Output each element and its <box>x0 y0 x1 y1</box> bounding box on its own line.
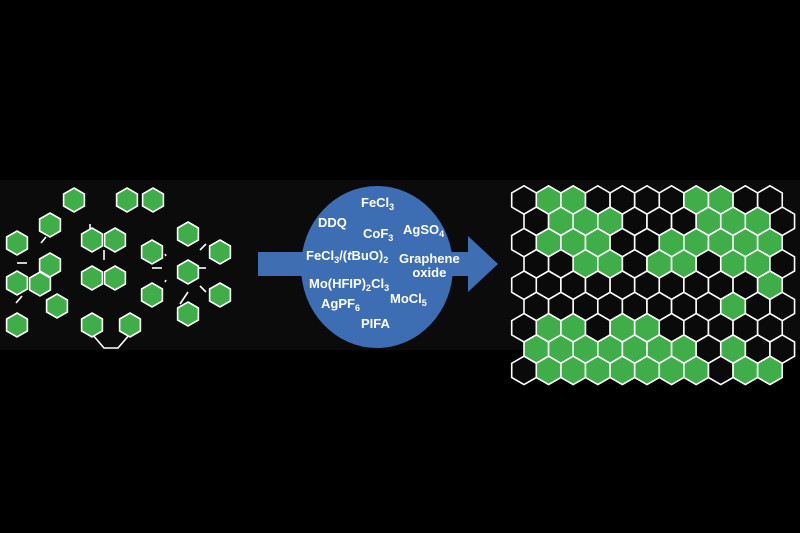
reagent-label: FeCl3 <box>361 195 395 212</box>
reagent-label-line: oxide <box>412 265 447 280</box>
lattice-hexagon-green <box>683 355 710 386</box>
reagent-label: Mo(HFIP)2Cl3 <box>309 276 390 293</box>
reagent-label: MoCl5 <box>390 291 427 308</box>
precursor-hexagon <box>176 301 200 327</box>
reagent-text-part: PIFA <box>361 316 390 331</box>
lattice-hexagon-green <box>633 355 661 386</box>
reagent-text-part: 6 <box>354 303 360 313</box>
reagent-label: AgPF6 <box>321 296 360 313</box>
bond-line <box>164 253 167 257</box>
lattice-hexagon-green <box>658 355 685 386</box>
precursor-molecules <box>5 187 232 349</box>
precursor-hexagon <box>118 312 142 338</box>
precursor-hexagon <box>80 227 104 253</box>
linker-bond <box>91 333 131 349</box>
reagent-text-part: 2 <box>366 283 372 293</box>
precursor-hexagon <box>141 187 165 213</box>
reagent-text-part: FeCl <box>306 248 335 263</box>
reagent-text-part: /( <box>339 248 348 263</box>
graphene-lattice <box>510 184 796 386</box>
bond-line <box>199 285 207 293</box>
reagent-label: FeCl3/(tBuO)2 <box>306 248 389 265</box>
lattice-hexagon-green <box>609 355 636 386</box>
reagent-label: CoF3 <box>363 226 394 243</box>
precursor-hexagon <box>5 270 29 296</box>
bond-line <box>15 295 23 304</box>
reagent-text-part: 2 <box>383 255 389 265</box>
reagent-text-part: AgPF <box>321 296 355 311</box>
bond-line <box>164 279 167 283</box>
reagent-text-part: t <box>347 248 352 263</box>
precursor-hexagon <box>140 282 164 308</box>
reagent-text-part: CoF <box>363 226 389 241</box>
bond-line <box>40 236 47 244</box>
reagent-text-part: MoCl <box>390 291 422 306</box>
bond-line <box>199 243 207 251</box>
lattice-hexagon-dark <box>707 355 734 386</box>
precursor-hexagon <box>140 239 164 265</box>
reagent-text-part: 3 <box>334 255 340 265</box>
reagent-label: AgSO4 <box>403 222 445 239</box>
reagent-text-part: BuO) <box>351 248 384 263</box>
precursor-hexagon <box>45 293 69 319</box>
reagent-circle <box>301 186 453 348</box>
precursor-hexagon <box>80 265 104 291</box>
precursor-hexagon <box>103 265 127 291</box>
reagent-label: DDQ <box>318 216 347 230</box>
reagent-text-part: Cl <box>371 276 385 291</box>
precursor-hexagon <box>208 239 232 265</box>
precursor-hexagon <box>5 312 29 338</box>
precursor-hexagon <box>176 221 200 247</box>
reagent-text-part: 3 <box>384 283 390 293</box>
reagent-text-part: 4 <box>439 229 445 239</box>
reagent-label: PIFA <box>361 317 390 331</box>
precursor-hexagon <box>38 212 62 238</box>
lattice-hexagon-dark <box>510 355 538 386</box>
lattice-hexagon-green <box>584 355 611 386</box>
reagent-text-part: AgSO <box>403 222 440 237</box>
reagent-text-part: 3 <box>389 202 395 212</box>
reagent-text-part: DDQ <box>318 215 347 230</box>
precursor-hexagon <box>28 271 52 297</box>
bond-line <box>179 291 189 305</box>
reagent-text-part: 5 <box>421 298 427 308</box>
lattice-hexagon-green <box>732 355 759 386</box>
lattice-hexagon-green <box>560 355 587 386</box>
precursor-hexagon <box>62 187 86 213</box>
reagent-text-part: 3 <box>388 233 394 243</box>
lattice-hexagon-green <box>756 355 784 386</box>
precursor-hexagon <box>115 187 139 213</box>
precursor-hexagon <box>208 282 232 308</box>
precursor-hexagon <box>5 230 29 256</box>
reagent-text-part: Mo(HFIP) <box>309 276 367 291</box>
precursor-hexagon <box>80 312 104 338</box>
precursor-hexagon <box>176 259 200 285</box>
reagent-text-part: FeCl <box>361 195 390 210</box>
lattice-hexagon-green <box>535 355 562 386</box>
precursor-hexagon <box>103 227 127 253</box>
reagent-label-line: Graphene <box>399 251 460 266</box>
